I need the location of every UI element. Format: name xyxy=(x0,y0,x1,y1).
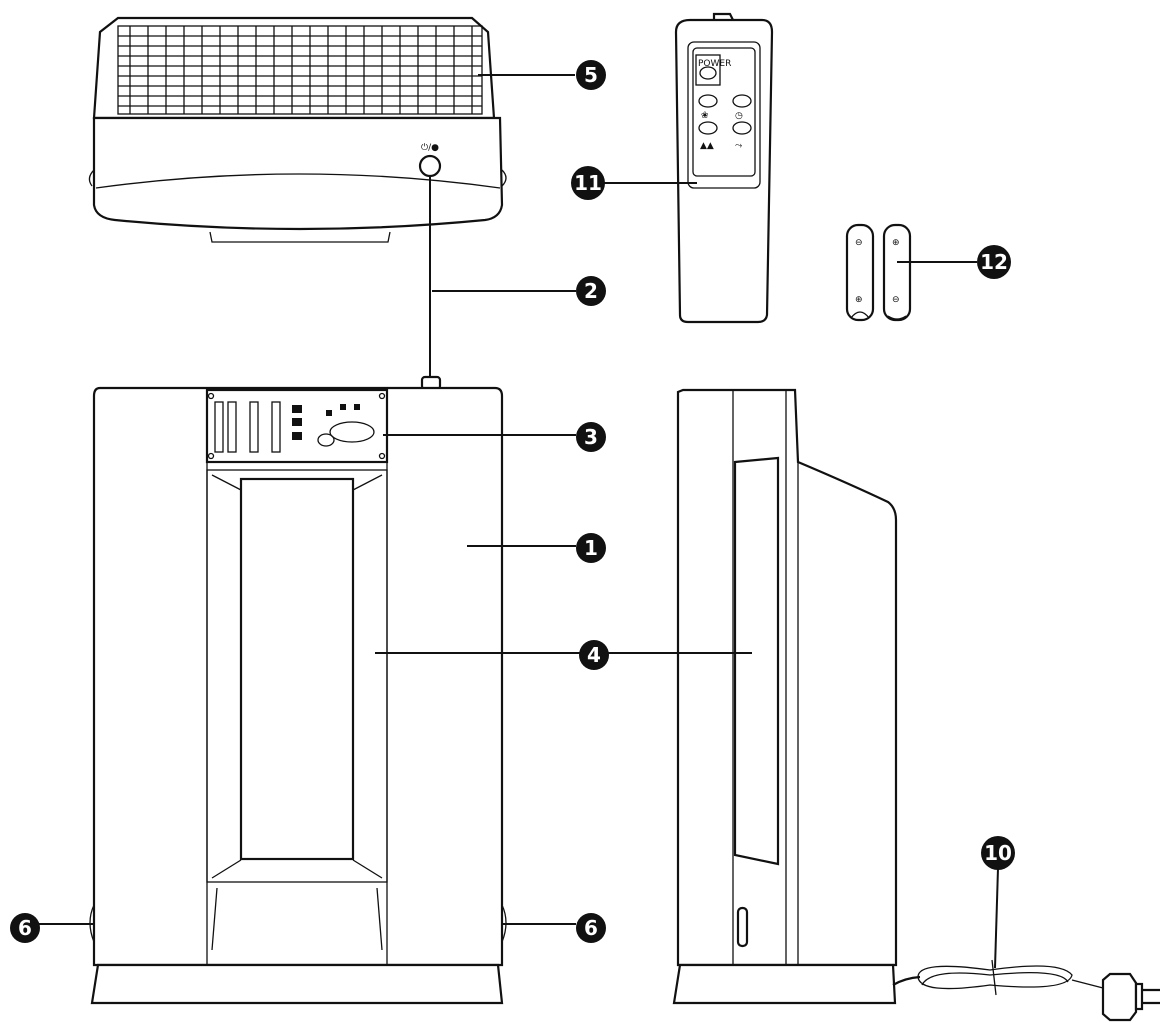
callout-6-left: 6 xyxy=(10,913,40,943)
top-cover: ⏻/● xyxy=(88,16,507,382)
control-panel-icons xyxy=(207,392,386,460)
svg-text:6: 6 xyxy=(584,916,598,940)
batteries: ⊖ ⊕ ⊕ ⊖ xyxy=(845,223,912,322)
svg-text:⊕: ⊕ xyxy=(892,238,900,248)
top-cover-grille xyxy=(117,25,483,115)
svg-text:3: 3 xyxy=(584,425,598,449)
svg-text:6: 6 xyxy=(18,916,32,940)
callout-10: 10 xyxy=(981,836,1015,870)
svg-text:4: 4 xyxy=(587,643,601,667)
svg-text:⏻/●: ⏻/● xyxy=(421,142,439,153)
callout-11: 11 xyxy=(571,166,605,200)
svg-text:▲▲: ▲▲ xyxy=(700,141,714,151)
svg-text:10: 10 xyxy=(984,841,1012,865)
svg-text:12: 12 xyxy=(980,250,1008,274)
svg-text:⊖: ⊖ xyxy=(855,238,863,248)
callout-12: 12 xyxy=(977,245,1011,279)
callout-1: 1 xyxy=(576,533,606,563)
svg-text:2: 2 xyxy=(584,279,598,303)
svg-text:⊕: ⊕ xyxy=(855,295,863,305)
svg-text:11: 11 xyxy=(574,171,602,195)
callout-3: 3 xyxy=(576,422,606,452)
svg-text:⊖: ⊖ xyxy=(892,295,900,305)
remote-control: POWER ❀ ◷ ▲▲ ⤳ xyxy=(674,12,774,324)
svg-text:5: 5 xyxy=(584,63,598,87)
power-button-icon: ⏻/● xyxy=(418,142,442,178)
svg-text:❀: ❀ xyxy=(701,111,709,121)
callout-2: 2 xyxy=(576,276,606,306)
main-unit-side xyxy=(672,388,898,1005)
plug-icon xyxy=(1101,972,1160,1022)
svg-text:◷: ◷ xyxy=(735,111,743,121)
power-cord xyxy=(892,959,1160,1022)
callout-5: 5 xyxy=(576,60,606,90)
main-unit-front xyxy=(89,375,507,1005)
callout-6-right: 6 xyxy=(576,913,606,943)
callout-4: 4 xyxy=(579,640,609,670)
svg-text:⤳: ⤳ xyxy=(735,141,742,151)
remote-power-label: POWER xyxy=(698,59,731,69)
svg-text:1: 1 xyxy=(584,536,598,560)
